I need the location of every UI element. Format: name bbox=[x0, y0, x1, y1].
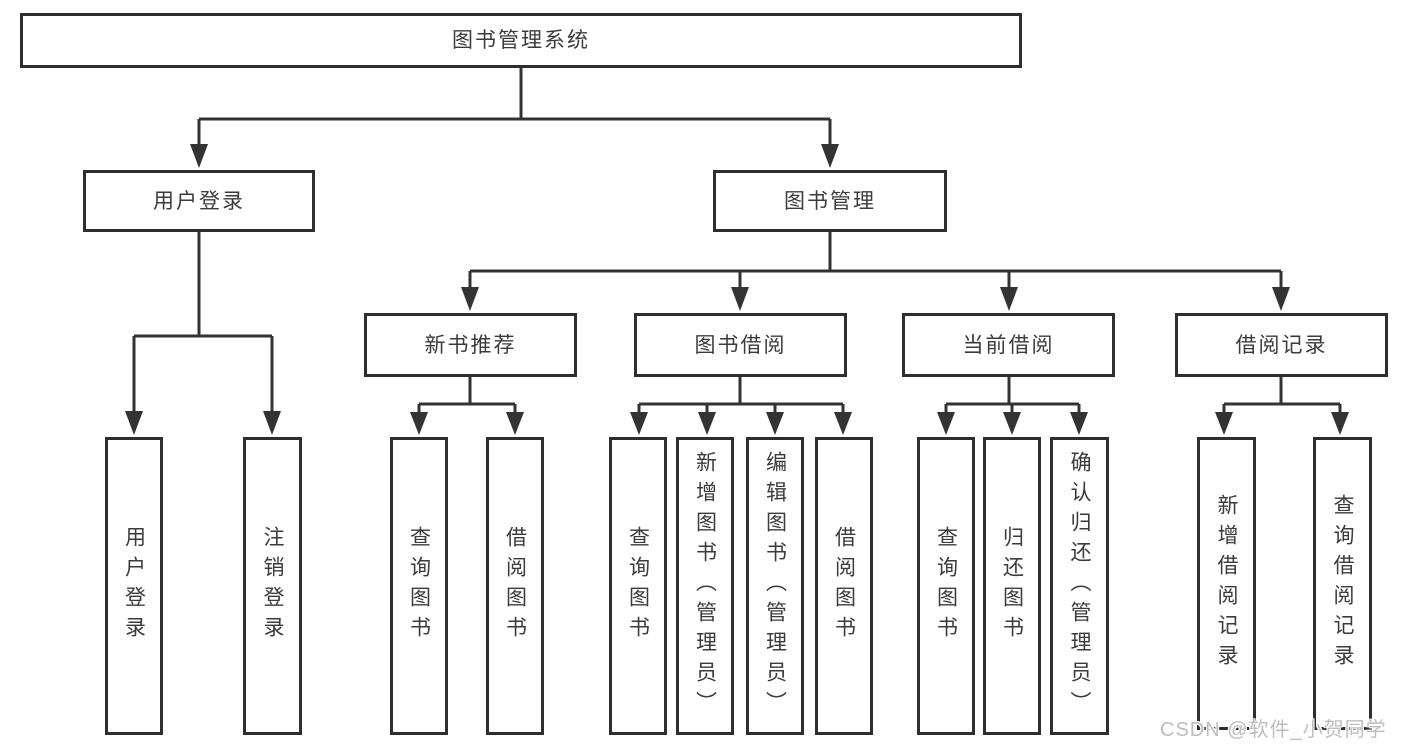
leaf-newbooks-query-books: 查询图书 bbox=[390, 437, 448, 735]
leaf-user-login: 用户登录 bbox=[105, 437, 163, 735]
arrowhead bbox=[698, 412, 716, 435]
leaf-records-add-record-label: 新增借阅记录 bbox=[1215, 493, 1239, 674]
arrowhead bbox=[125, 411, 143, 435]
node-current-borrowing-label: 当前借阅 bbox=[962, 333, 1055, 357]
arrowhead bbox=[821, 144, 839, 168]
leaf-records-query-record-label: 查询借阅记录 bbox=[1331, 493, 1355, 674]
node-new-book-recommendation: 新书推荐 bbox=[364, 313, 577, 377]
connector-user-login-to-leaves bbox=[125, 232, 281, 435]
arrowhead bbox=[1000, 287, 1018, 311]
arrowhead bbox=[937, 412, 955, 435]
leaf-borrowing-query-books: 查询图书 bbox=[609, 437, 667, 735]
node-user-login: 用户登录 bbox=[83, 170, 315, 232]
arrowhead bbox=[1272, 287, 1290, 311]
leaf-borrowing-query-books-label: 查询图书 bbox=[626, 526, 650, 646]
csdn-watermark: CSDN @软件_小贺同学 bbox=[1160, 719, 1387, 741]
node-book-management: 图书管理 bbox=[713, 170, 947, 232]
leaf-logout-label: 注销登录 bbox=[261, 526, 285, 646]
node-book-borrowing: 图书借阅 bbox=[634, 313, 847, 377]
arrowhead bbox=[263, 411, 281, 435]
node-current-borrowing: 当前借阅 bbox=[902, 313, 1115, 377]
connector-new-books-to-leaves bbox=[410, 377, 524, 435]
node-user-login-label: 用户登录 bbox=[153, 189, 245, 213]
arrowhead bbox=[1070, 412, 1088, 435]
arrowhead bbox=[506, 412, 524, 435]
leaf-current-query-books-label: 查询图书 bbox=[934, 526, 958, 646]
arrowhead bbox=[630, 412, 648, 435]
arrowhead bbox=[410, 412, 428, 435]
arrowhead bbox=[190, 144, 208, 168]
leaf-current-return-books: 归还图书 bbox=[983, 437, 1041, 735]
leaf-borrowing-add-books-admin: 新增图书（管理员） bbox=[676, 437, 734, 735]
leaf-current-confirm-return-admin-label: 确认归还（管理员） bbox=[1068, 451, 1092, 721]
arrowhead bbox=[834, 412, 852, 435]
connector-root-to-level2 bbox=[190, 68, 839, 168]
arrowhead bbox=[461, 287, 479, 311]
node-book-management-label: 图书管理 bbox=[784, 189, 876, 213]
connector-borrowing-records-to-leaves bbox=[1215, 377, 1349, 435]
connector-book-management-to-level3 bbox=[461, 232, 1290, 311]
leaf-current-query-books: 查询图书 bbox=[917, 437, 975, 735]
arrowhead bbox=[1003, 412, 1021, 435]
node-borrowing-records-label: 借阅记录 bbox=[1235, 333, 1328, 357]
node-borrowing-records: 借阅记录 bbox=[1175, 313, 1388, 377]
arrowhead bbox=[1331, 412, 1349, 435]
leaf-borrowing-edit-books-admin: 编辑图书（管理员） bbox=[746, 437, 804, 735]
leaf-logout: 注销登录 bbox=[243, 437, 302, 735]
node-book-borrowing-label: 图书借阅 bbox=[694, 333, 787, 357]
node-root-system-label: 图书管理系统 bbox=[452, 29, 590, 52]
leaf-borrowing-edit-books-admin-label: 编辑图书（管理员） bbox=[763, 451, 787, 721]
leaf-user-login-label: 用户登录 bbox=[122, 526, 146, 646]
arrowhead bbox=[731, 287, 749, 311]
connector-current-borrowing-to-leaves bbox=[937, 377, 1088, 435]
leaf-records-query-record: 查询借阅记录 bbox=[1313, 437, 1372, 730]
arrowhead bbox=[1215, 412, 1233, 435]
arrowhead bbox=[766, 412, 784, 435]
leaf-newbooks-borrow-books: 借阅图书 bbox=[486, 437, 544, 735]
connector-book-borrowing-to-leaves bbox=[630, 377, 852, 435]
node-new-book-recommendation-label: 新书推荐 bbox=[424, 333, 517, 357]
leaf-current-confirm-return-admin: 确认归还（管理员） bbox=[1050, 437, 1109, 735]
leaf-borrowing-borrow-books: 借阅图书 bbox=[815, 437, 873, 735]
leaf-newbooks-query-books-label: 查询图书 bbox=[407, 526, 431, 646]
leaf-borrowing-add-books-admin-label: 新增图书（管理员） bbox=[693, 451, 717, 721]
leaf-records-add-record: 新增借阅记录 bbox=[1197, 437, 1256, 730]
leaf-newbooks-borrow-books-label: 借阅图书 bbox=[503, 526, 527, 646]
leaf-borrowing-borrow-books-label: 借阅图书 bbox=[832, 526, 856, 646]
leaf-current-return-books-label: 归还图书 bbox=[1000, 526, 1024, 646]
node-root-system: 图书管理系统 bbox=[20, 13, 1022, 68]
